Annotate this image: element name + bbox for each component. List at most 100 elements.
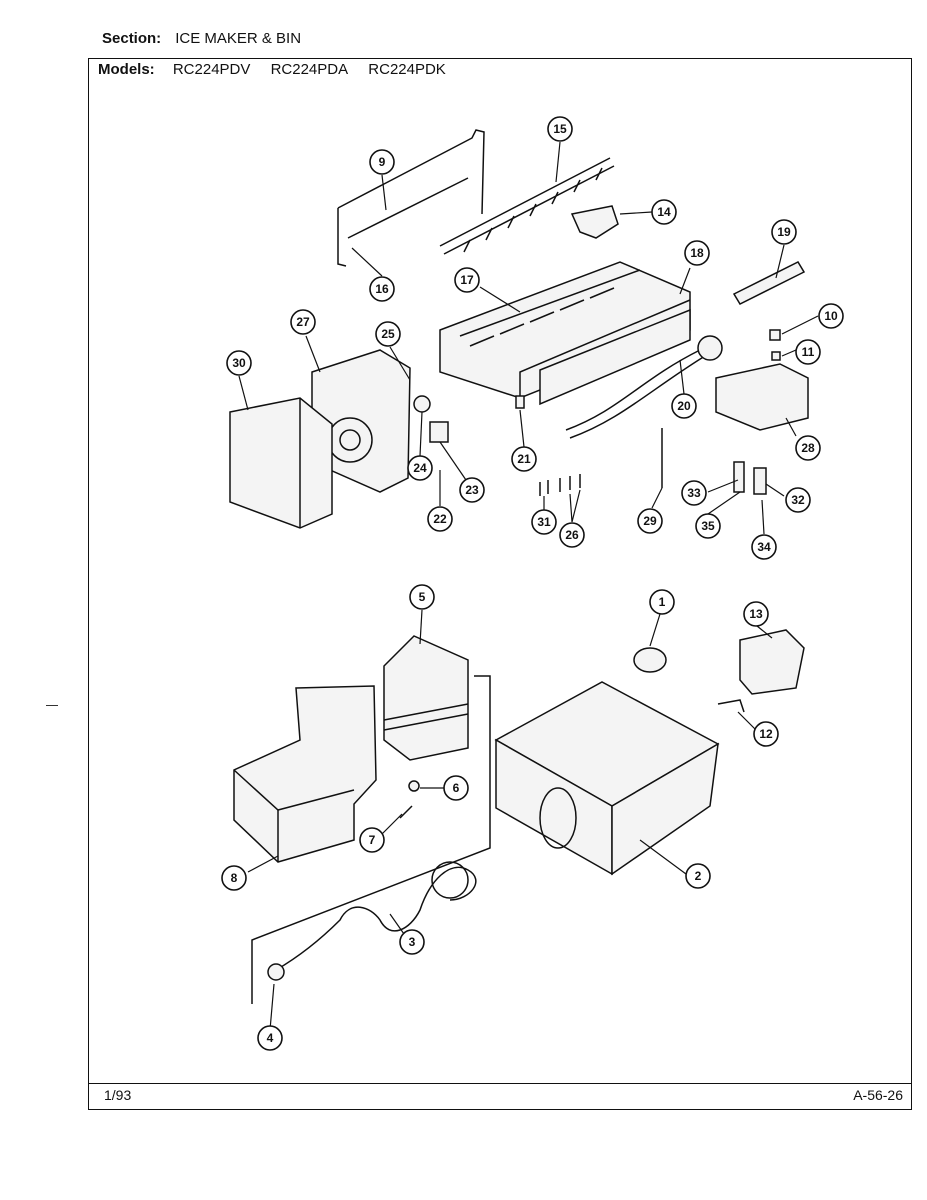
page-code: A-56-26: [853, 1087, 903, 1103]
svg-text:16: 16: [375, 282, 389, 296]
washer-drawing: [408, 780, 420, 792]
callout-14: 14: [651, 199, 677, 225]
screws-drawing: [539, 474, 581, 496]
callout-4: 4: [257, 1025, 283, 1051]
insert-drawing: [771, 351, 781, 361]
model-number: RC224PDV: [172, 61, 251, 78]
svg-text:28: 28: [801, 441, 815, 455]
callout-35: 35: [695, 513, 721, 539]
cover-drawing: [229, 397, 333, 529]
callout-34: 34: [751, 534, 777, 560]
callout-30: 30: [226, 350, 252, 376]
svg-text:21: 21: [517, 452, 531, 466]
callout-10: 10: [818, 303, 844, 329]
section-value: ICE MAKER & BIN: [175, 30, 302, 47]
callout-6: 6: [443, 775, 469, 801]
svg-text:12: 12: [759, 727, 773, 741]
footer-divider: [88, 1083, 912, 1084]
auger-motor-drawing: [383, 635, 469, 761]
callout-15: 15: [547, 116, 573, 142]
callout-27: 27: [290, 309, 316, 335]
svg-text:8: 8: [231, 871, 238, 885]
callout-22: 22: [427, 506, 453, 532]
models-label: Models:: [98, 61, 155, 78]
clip-drawing: [570, 205, 619, 239]
callout-2: 2: [685, 863, 711, 889]
shutoff-arm-drawing: [337, 129, 485, 267]
svg-text:14: 14: [657, 205, 671, 219]
svg-text:30: 30: [232, 356, 246, 370]
fill-tube-drawing: [732, 261, 806, 305]
callout-8: 8: [221, 865, 247, 891]
svg-text:34: 34: [757, 540, 771, 554]
callout-31: 31: [531, 509, 557, 535]
callout-17: 17: [454, 267, 480, 293]
callout-5: 5: [409, 584, 435, 610]
callout-11: 11: [795, 339, 821, 365]
svg-text:31: 31: [537, 515, 551, 529]
nut-drawing: [753, 467, 767, 495]
connector-drawing: [717, 699, 745, 713]
svg-text:6: 6: [453, 781, 460, 795]
svg-text:24: 24: [413, 461, 427, 475]
svg-text:20: 20: [677, 399, 691, 413]
svg-text:3: 3: [409, 935, 416, 949]
fuse-drawing: [515, 395, 525, 409]
callout-26: 26: [559, 522, 585, 548]
tube-drawing: [733, 461, 745, 493]
models-heading: Models: RC224PDV RC224PDA RC224PDK: [98, 61, 446, 78]
svg-text:15: 15: [553, 122, 567, 136]
svg-text:26: 26: [565, 528, 579, 542]
svg-text:27: 27: [296, 315, 310, 329]
callout-25: 25: [375, 321, 401, 347]
svg-text:9: 9: [379, 155, 386, 169]
auger-hub: [267, 963, 285, 981]
svg-text:1: 1: [659, 595, 666, 609]
svg-text:23: 23: [465, 483, 479, 497]
svg-text:33: 33: [687, 486, 701, 500]
callout-20: 20: [671, 393, 697, 419]
diagram-frame: [88, 58, 912, 1110]
callout-3: 3: [399, 929, 425, 955]
bin-switch-drawing: [739, 629, 805, 695]
callout-32: 32: [785, 487, 811, 513]
margin-mark: [46, 705, 58, 706]
callout-28: 28: [795, 435, 821, 461]
callout-18: 18: [684, 240, 710, 266]
svg-text:10: 10: [824, 309, 838, 323]
harness-drawing: [565, 349, 701, 431]
ice-bin-drawing: [494, 681, 720, 876]
svg-text:35: 35: [701, 519, 715, 533]
model-number: RC224PDA: [270, 61, 349, 78]
callout-23: 23: [459, 477, 485, 503]
callout-16: 16: [369, 276, 395, 302]
svg-text:2: 2: [695, 869, 702, 883]
callout-9: 9: [369, 149, 395, 175]
callout-24: 24: [407, 455, 433, 481]
callout-7: 7: [359, 827, 385, 853]
callout-12: 12: [753, 721, 779, 747]
svg-text:4: 4: [267, 1031, 274, 1045]
motor-gear-drawing: [413, 395, 431, 413]
model-number: RC224PDK: [368, 61, 446, 78]
svg-text:22: 22: [433, 512, 447, 526]
svg-text:7: 7: [369, 833, 376, 847]
revision-date: 1/93: [104, 1087, 132, 1103]
svg-text:25: 25: [381, 327, 395, 341]
section-heading: Section:ICE MAKER & BIN: [102, 30, 301, 47]
pin-drawing: [399, 805, 413, 819]
svg-text:32: 32: [791, 493, 805, 507]
callout-29: 29: [637, 508, 663, 534]
auger-drawing: [275, 866, 477, 971]
svg-text:18: 18: [690, 246, 704, 260]
callout-1: 1: [649, 589, 675, 615]
callout-19: 19: [771, 219, 797, 245]
bucket-front-drawing: [233, 685, 377, 863]
callout-13: 13: [743, 601, 769, 627]
svg-text:17: 17: [460, 273, 474, 287]
bearing-drawing: [633, 647, 667, 673]
fitting-drawing: [769, 329, 781, 341]
auger-coil: [431, 861, 469, 899]
mounting-plane: [251, 675, 491, 1004]
